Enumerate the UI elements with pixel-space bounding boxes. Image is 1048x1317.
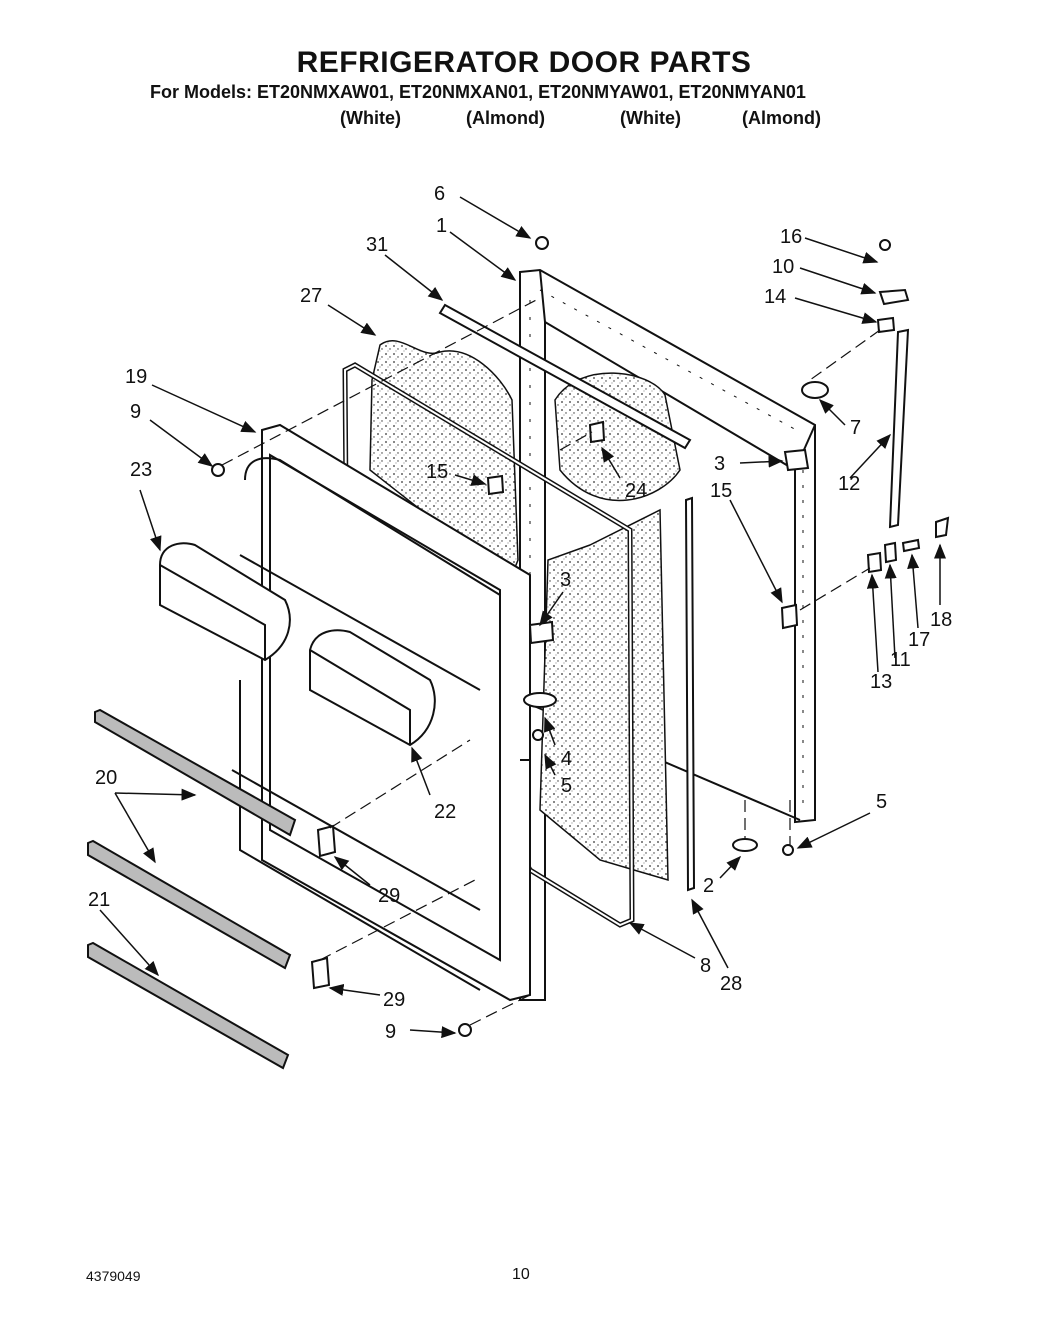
callout-24: 24 <box>625 480 647 502</box>
washer-4 <box>523 692 557 708</box>
callout-28: 28 <box>720 973 742 995</box>
callout-13: 13 <box>870 671 892 693</box>
models-line: For Models: ET20NMXAW01, ET20NMXAN01, ET… <box>150 82 806 102</box>
spring-17 <box>901 538 921 553</box>
callout-27: 27 <box>300 285 322 307</box>
leader-arrows <box>99 196 946 1039</box>
plug-7 <box>801 381 829 399</box>
callout-10: 10 <box>772 256 794 278</box>
screw-5-right <box>782 844 794 856</box>
callout-29-lower: 29 <box>383 989 405 1011</box>
door-stop-strip <box>684 496 696 892</box>
callout-11: 11 <box>890 649 911 671</box>
foam-insulation-upper <box>554 372 681 502</box>
foam-insulation-lower <box>539 508 669 882</box>
finish-label-2: (Almond) <box>466 108 545 128</box>
callout-15-right: 15 <box>710 480 732 502</box>
callout-1: 1 <box>436 215 447 237</box>
callout-8: 8 <box>700 955 711 977</box>
finish-label-4: (Almond) <box>742 108 821 128</box>
handle-bracket-14 <box>876 316 896 334</box>
shelf-end-cap-upper <box>316 824 337 858</box>
latch-11 <box>883 541 898 564</box>
cap-18 <box>935 516 950 539</box>
breaker-strip <box>438 303 692 450</box>
finish-label-3: (White) <box>620 108 681 128</box>
callout-18: 18 <box>930 609 952 631</box>
screw-16 <box>879 239 891 251</box>
callout-21: 21 <box>88 889 110 911</box>
callout-17: 17 <box>908 629 930 651</box>
screw-9-upper <box>211 463 225 477</box>
callout-6: 6 <box>434 183 445 205</box>
bracket-24 <box>588 420 606 444</box>
hinge-cup-2 <box>732 838 758 852</box>
door-insulation <box>369 339 519 582</box>
door-shelf-lower <box>309 629 436 747</box>
callout-2: 2 <box>703 875 714 897</box>
callout-9-upper: 9 <box>130 401 141 423</box>
callout-31: 31 <box>366 234 388 256</box>
page-title: REFRIGERATOR DOOR PARTS <box>296 46 752 79</box>
shelf-trim-middle <box>87 839 292 970</box>
callout-7: 7 <box>850 417 861 439</box>
document-number: 4379049 <box>86 1268 141 1284</box>
handle-bracket-10 <box>878 288 910 306</box>
callout-22: 22 <box>434 801 456 823</box>
callout-19: 19 <box>125 366 147 388</box>
bracket-15-right <box>780 603 799 630</box>
door-handle <box>888 328 910 529</box>
screw-9-lower <box>458 1023 472 1037</box>
bracket-15-left <box>486 474 505 496</box>
finish-label-1: (White) <box>340 108 401 128</box>
callout-16: 16 <box>780 226 802 248</box>
door-shelf-upper <box>159 542 291 662</box>
callout-4: 4 <box>561 748 572 770</box>
latch-13 <box>866 551 883 574</box>
callout-3-right: 3 <box>714 453 725 475</box>
assembly-lines <box>221 297 881 1026</box>
screw-6 <box>535 236 549 250</box>
hinge-bracket-3-center <box>528 620 555 645</box>
callout-15-left: 15 <box>426 461 448 483</box>
callout-labels: 6 1 31 27 19 9 23 15 24 16 10 14 7 3 12 … <box>88 183 952 1043</box>
page-number: 10 <box>512 1266 530 1283</box>
callout-23: 23 <box>130 459 152 481</box>
callout-29-upper: 29 <box>378 885 400 907</box>
callout-5-right: 5 <box>876 791 887 813</box>
callout-12: 12 <box>838 473 860 495</box>
callout-5-center: 5 <box>561 775 572 797</box>
callout-3-center: 3 <box>560 569 571 591</box>
screw-5-center <box>532 729 544 741</box>
callout-20: 20 <box>95 767 117 789</box>
callout-14: 14 <box>764 286 786 308</box>
shelf-trim-upper <box>94 708 297 837</box>
shelf-end-cap-lower <box>310 956 331 990</box>
shelf-trim-lower <box>87 941 290 1070</box>
hinge-bracket-3-right <box>783 448 810 472</box>
callout-9-lower: 9 <box>385 1021 396 1043</box>
